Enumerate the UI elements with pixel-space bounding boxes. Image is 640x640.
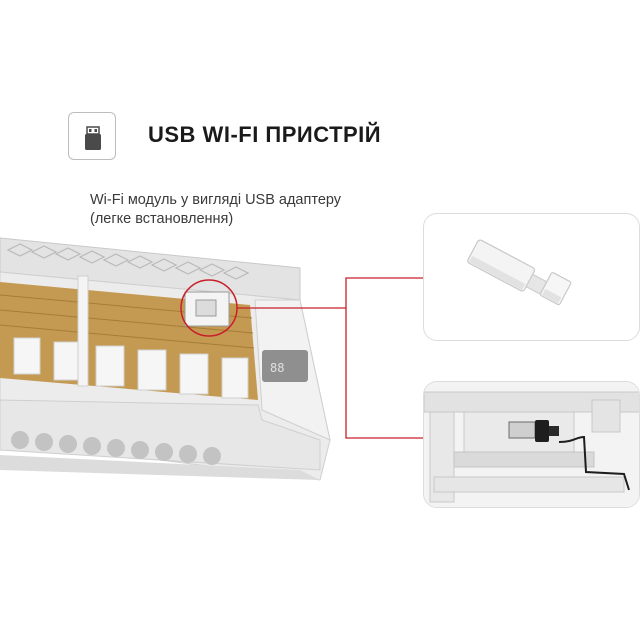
- usb-adapter-detail-panel: [423, 213, 640, 341]
- installed-usb-detail-panel: [423, 381, 640, 508]
- description-line-2: (легке встановлення): [90, 211, 234, 227]
- description-line-1: Wi-Fi модуль у вигляді USB адаптеру: [90, 192, 342, 208]
- callout-line: [237, 277, 424, 309]
- installed-usb-illustration: [424, 382, 639, 507]
- usb-stick-icon: [68, 112, 116, 160]
- usb-adapter-icon: [467, 239, 572, 306]
- page-title: USB WI-FI ПРИСТРІЙ: [148, 122, 382, 147]
- callout-line: [345, 308, 424, 439]
- description: Wi-Fi модуль у вигляді USB адаптеру (лег…: [90, 191, 341, 229]
- svg-text:88: 88: [270, 361, 284, 375]
